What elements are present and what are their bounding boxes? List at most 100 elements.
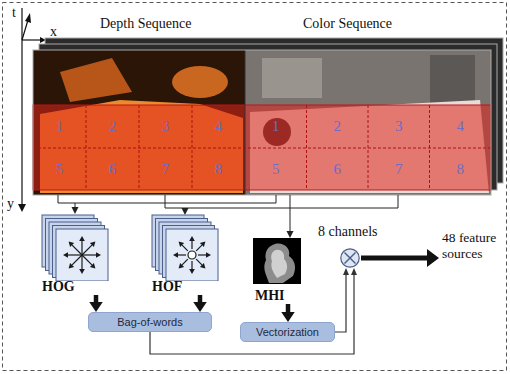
gradient-arrow-head — [79, 236, 85, 241]
gradient-arrow-head — [189, 236, 195, 241]
leader-line — [58, 195, 276, 203]
flow-center — [188, 251, 196, 259]
color-shape — [430, 55, 475, 105]
region-overlay — [33, 105, 491, 190]
gradient-arrow — [72, 255, 82, 265]
process-box: Vectorization — [240, 322, 335, 342]
multiply-cross — [345, 253, 356, 264]
axis-head — [18, 204, 26, 212]
sequence-heading: Depth Sequence — [100, 16, 191, 32]
axis-head — [25, 13, 31, 23]
region-number: 4 — [457, 118, 465, 135]
process-box: Bag-of-words — [88, 312, 212, 332]
gradient-arrow — [82, 254, 96, 255]
gradient-arrow-head — [179, 263, 185, 269]
dashed-border — [3, 3, 507, 371]
gradient-arrow — [182, 245, 188, 251]
region-number: 6 — [109, 161, 117, 178]
gradient-arrow-head — [63, 252, 68, 258]
leader-line — [290, 195, 291, 232]
hog-icon — [40, 213, 112, 281]
axis-label: t — [12, 5, 16, 21]
feature-map — [56, 229, 108, 281]
gradient-arrow-head — [206, 252, 211, 258]
output-label: 48 feature sources — [442, 230, 504, 261]
region-number: 5 — [56, 161, 64, 178]
box-label: Vectorization — [256, 326, 319, 338]
leader-line — [165, 195, 398, 208]
gradient-arrow — [178, 254, 186, 255]
region-number: 2 — [109, 118, 117, 135]
region-number: 3 — [162, 118, 170, 135]
gradient-arrow-head — [90, 263, 96, 269]
mhi-ground — [253, 238, 301, 284]
depth-shape — [60, 58, 132, 102]
node-label: HOG — [42, 279, 75, 295]
gradient-arrow-head — [189, 269, 195, 274]
gradient-arrow — [191, 261, 192, 269]
x-axis — [22, 39, 40, 40]
gradient-arrow — [196, 259, 202, 265]
axis-label: y — [7, 196, 14, 212]
gradient-arrow — [81, 241, 82, 255]
gradient-arrow — [182, 259, 188, 265]
gradient-arrow-head — [96, 252, 101, 258]
connector-arrow — [335, 275, 346, 332]
leader-head — [182, 208, 189, 215]
node-label: 8 channels — [318, 224, 377, 240]
gradient-arrow — [198, 254, 206, 255]
gradient-arrow — [68, 254, 82, 255]
connector-arrow — [198, 295, 203, 302]
region-grid — [33, 105, 491, 190]
gradient-arrow — [196, 245, 202, 251]
region-number: 8 — [215, 161, 223, 178]
sequence-heading: Color Sequence — [303, 16, 392, 32]
mhi-icon — [253, 238, 301, 284]
gradient-arrow — [72, 245, 82, 255]
gradient-arrow-head — [200, 263, 206, 269]
gradient-arrow-head — [179, 242, 185, 248]
region-number: 1 — [56, 118, 64, 135]
hof-icon — [150, 213, 222, 281]
frame-divider — [245, 50, 246, 195]
color-shape — [262, 58, 322, 98]
gradient-arrow — [82, 255, 92, 265]
region-number: 5 — [272, 161, 280, 178]
region-number: 3 — [395, 118, 403, 135]
mhi-blob — [271, 250, 287, 278]
gradient-arrow-head — [173, 252, 178, 258]
leader-head — [287, 231, 294, 238]
region-number: 8 — [457, 161, 465, 178]
gradient-arrow-head — [69, 263, 75, 269]
axis-label: x — [50, 24, 57, 40]
multiply-icon — [340, 248, 360, 268]
front-frame — [33, 50, 491, 195]
feature-map — [166, 229, 218, 281]
gradient-arrow — [82, 245, 92, 255]
mhi-image: MHI — [253, 238, 303, 304]
output-arrow-head — [427, 249, 439, 267]
hog-stack: HOG — [40, 213, 112, 295]
region-number: 7 — [395, 161, 403, 178]
depth-shape — [172, 66, 228, 98]
region-number: 4 — [215, 118, 223, 135]
mhi-blob — [264, 244, 295, 283]
node-label: MHI — [255, 288, 285, 304]
region-number: 2 — [334, 118, 342, 135]
gradient-arrow — [81, 255, 82, 269]
hof-stack: HOF — [150, 213, 222, 295]
multiply-circle: 8 channels — [340, 248, 360, 268]
gradient-arrow-head — [200, 242, 206, 248]
region-number: 1 — [272, 118, 280, 135]
gradient-arrow — [191, 241, 192, 249]
multiply-ring — [341, 249, 359, 267]
region-number: 7 — [162, 161, 170, 178]
leader-head — [72, 207, 79, 214]
connector-arrow — [286, 304, 291, 312]
t-axis — [22, 20, 28, 40]
connector-arrow — [94, 295, 99, 302]
gradient-arrow-head — [90, 242, 96, 248]
region-number: 6 — [334, 161, 342, 178]
